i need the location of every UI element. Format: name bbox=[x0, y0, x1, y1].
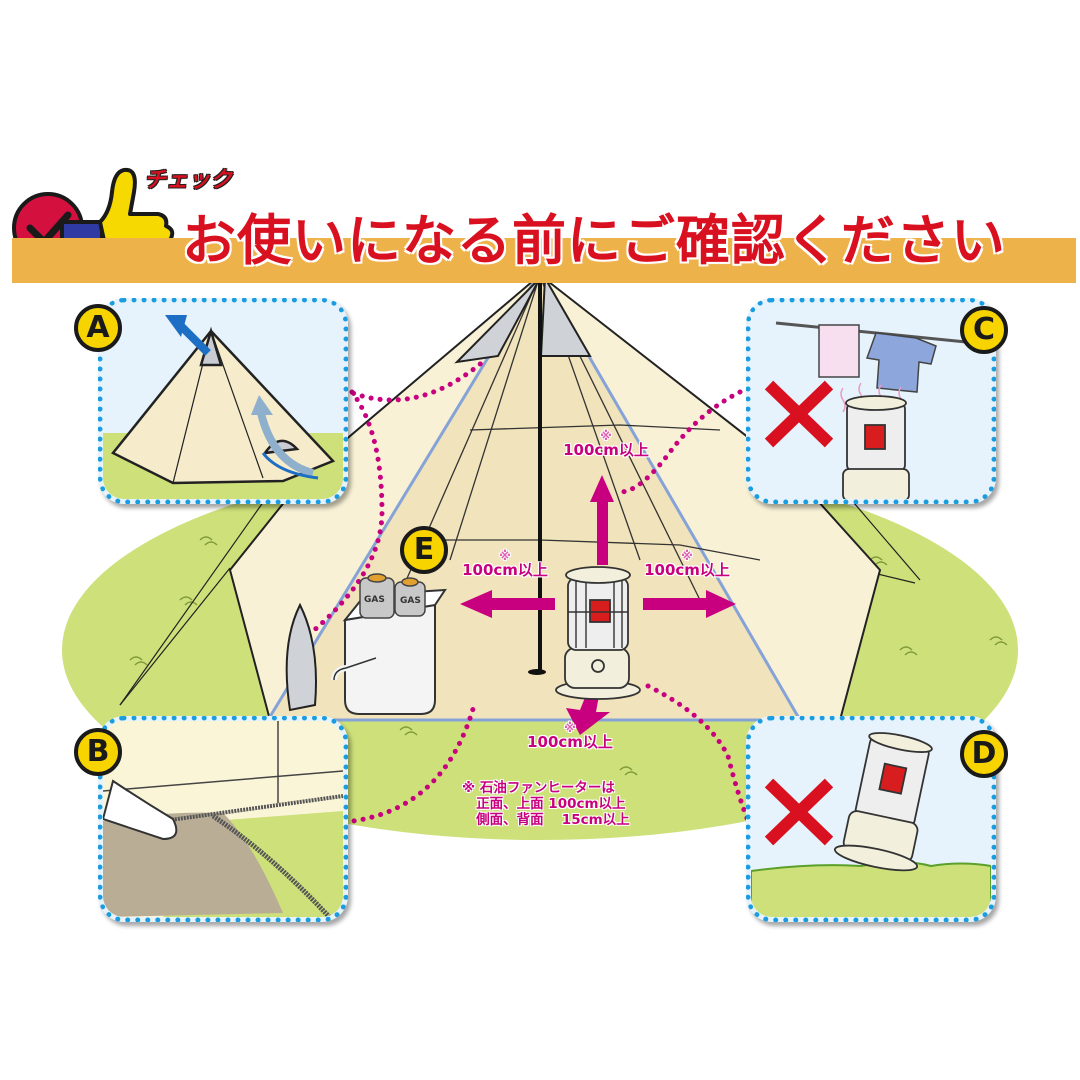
gas-can-label-1: GAS bbox=[364, 595, 385, 605]
no-drying-clothes-illustration bbox=[764, 321, 977, 499]
top-vent-left bbox=[454, 277, 541, 364]
kerosene-heater bbox=[555, 566, 641, 700]
panel-d-no-uneven-ground bbox=[746, 716, 996, 922]
clearance-arrows bbox=[460, 475, 736, 735]
panel-a-ventilation bbox=[98, 298, 348, 504]
side-vent bbox=[285, 602, 317, 712]
panel-c-no-drying-clothes bbox=[746, 298, 996, 504]
prohibited-x-icon bbox=[764, 778, 834, 846]
badge-c: C bbox=[960, 306, 1008, 354]
clearance-left-label: ※100cm以上 bbox=[462, 549, 548, 579]
top-vent-right bbox=[539, 274, 592, 357]
zip-groundsheet-illustration bbox=[103, 721, 343, 917]
badge-e: E bbox=[400, 526, 448, 574]
panel-b-groundsheet bbox=[98, 716, 348, 922]
gas-can-label-2: GAS bbox=[400, 596, 421, 606]
no-uneven-ground-illustration bbox=[751, 732, 991, 917]
clearance-front-label: ※100cm以上 bbox=[527, 721, 613, 751]
clearance-right-label: ※100cm以上 bbox=[644, 549, 730, 579]
check-label: チェック bbox=[144, 168, 233, 193]
prohibited-x-icon bbox=[764, 380, 834, 448]
badge-b: B bbox=[74, 728, 122, 776]
clearance-top-label: ※100cm以上 bbox=[563, 429, 649, 459]
title-banner bbox=[12, 238, 1076, 283]
callout-dotted-lines bbox=[309, 357, 753, 829]
tent-ventilation-illustration bbox=[103, 315, 343, 499]
badge-d: D bbox=[960, 730, 1008, 778]
badge-a: A bbox=[74, 304, 122, 352]
gas-cans bbox=[359, 573, 426, 619]
page-title: お使いになる前にご確認ください bbox=[181, 208, 1006, 273]
heater-clearance-note: ※ 石油ファンヒーターは 正面、上面 100cm以上 側面、背面 15cm以上 bbox=[462, 780, 630, 828]
